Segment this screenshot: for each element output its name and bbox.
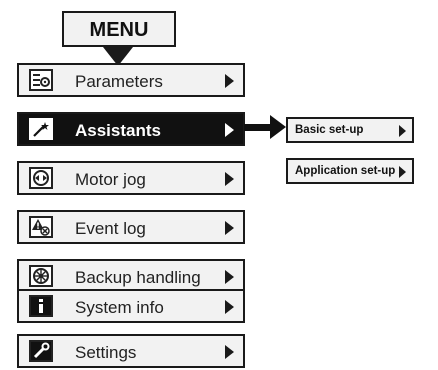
chevron-right-icon [225,74,234,88]
motor-jog-icon [29,167,53,189]
event-log-icon [29,216,53,238]
menu-item-label: Settings [75,343,137,362]
menu-item-parameters[interactable]: Parameters [17,63,245,97]
menu-item-label: Parameters [75,72,163,91]
menu-item-label: System info [75,298,164,317]
menu-item-label: Event log [75,219,146,238]
wrench-icon [29,340,53,362]
menu-item-settings[interactable]: Settings [17,334,245,368]
menu-item-backup-handling[interactable]: Backup handling [17,259,245,293]
submenu-item-label: Basic set-up [295,124,364,136]
menu-item-motor-jog[interactable]: Motor jog [17,161,245,195]
arrow-right-icon [270,115,286,139]
chevron-right-icon [225,300,234,314]
backup-icon [29,265,53,287]
submenu-item-basic-setup[interactable]: Basic set-up [286,117,414,143]
submenu-item-application-setup[interactable]: Application set-up [286,158,414,184]
wand-icon [29,118,53,140]
menu-item-label: Motor jog [75,170,146,189]
menu-item-label: Assistants [75,121,161,140]
menu-title: MENU [62,11,176,47]
menu-item-event-log[interactable]: Event log [17,210,245,244]
menu-down-arrow-icon [103,47,133,66]
chevron-right-icon [399,125,406,137]
menu-item-assistants[interactable]: Assistants [17,112,245,146]
parameters-icon [29,69,53,91]
submenu-item-label: Application set-up [295,165,396,177]
menu-item-system-info[interactable]: System info [17,289,245,323]
chevron-right-icon [399,166,406,178]
chevron-right-icon [225,345,234,359]
chevron-right-icon [225,123,234,137]
chevron-right-icon [225,270,234,284]
chevron-right-icon [225,221,234,235]
chevron-right-icon [225,172,234,186]
submenu-connector [244,124,278,131]
info-icon [29,295,53,317]
menu-item-label: Backup handling [75,268,201,287]
